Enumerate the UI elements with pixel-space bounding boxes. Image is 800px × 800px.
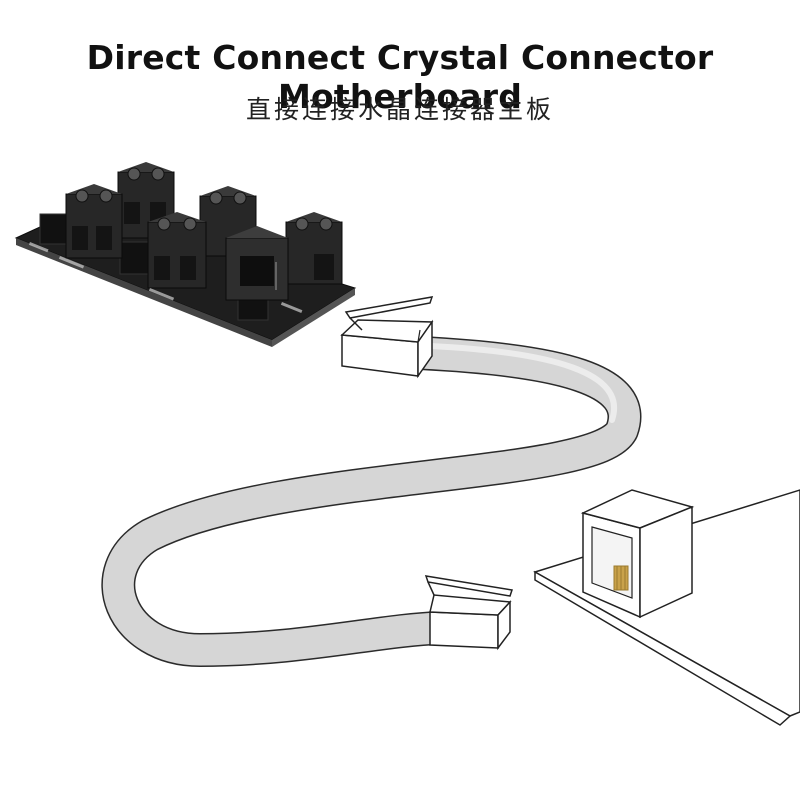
plug-bottom-face <box>429 594 512 616</box>
page-subtitle: 直接连接水晶连接器主板 <box>245 95 554 124</box>
motherboard-plate-edge <box>534 570 792 726</box>
terminal-block <box>147 212 207 289</box>
plug-top-latch <box>344 296 434 319</box>
rj-plug-icon <box>424 575 513 651</box>
cable-body <box>102 337 640 666</box>
plug-bottom-side <box>497 600 511 651</box>
circuit-board-icon <box>14 162 357 347</box>
plug-bottom-body <box>429 611 499 649</box>
terminal-block <box>65 184 123 259</box>
cable-highlight <box>427 343 617 423</box>
cable-icon <box>101 336 642 668</box>
page-title: Direct Connect Crystal Connector Motherb… <box>86 38 714 116</box>
jack-side <box>639 505 693 619</box>
pcb-edge-right <box>272 288 355 347</box>
rj-plug-icon <box>340 296 434 379</box>
plug-top-side <box>417 319 433 379</box>
gold-contacts <box>613 565 629 591</box>
terminal-block <box>285 212 343 285</box>
rj-jack-icon <box>225 226 289 301</box>
pin-header <box>119 241 151 275</box>
plug-bottom-latch <box>424 575 513 597</box>
motherboard-socket <box>533 489 800 726</box>
